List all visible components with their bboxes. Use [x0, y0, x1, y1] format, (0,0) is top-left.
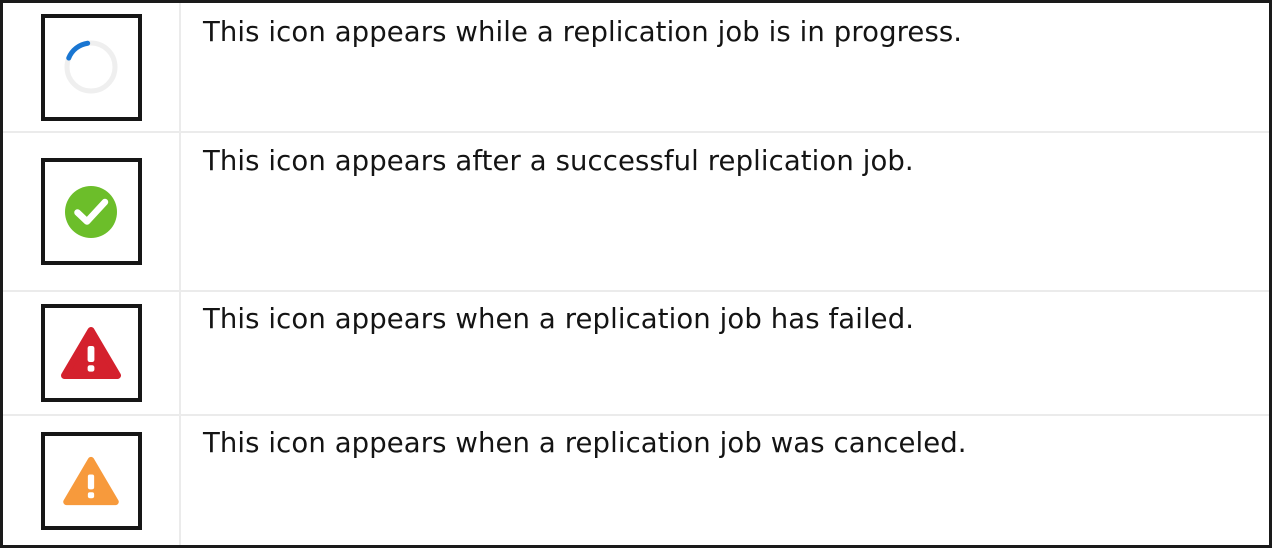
description-cell: This icon appears after a successful rep… [180, 132, 1271, 292]
icon-cell [1, 132, 181, 292]
table-row: This icon appears while a replication jo… [1, 1, 1271, 133]
icon-cell [1, 1, 181, 133]
table-row: This icon appears after a successful rep… [1, 132, 1271, 292]
icon-cell [1, 415, 181, 547]
description-cell: This icon appears when a replication job… [180, 415, 1271, 547]
table-row: This icon appears when a replication job… [1, 415, 1271, 547]
row-description: This icon appears when a replication job… [203, 427, 967, 459]
description-cell: This icon appears when a replication job… [180, 291, 1271, 416]
icon-frame [40, 431, 142, 530]
success-check-circle-icon [65, 185, 117, 238]
spinner-in-progress-icon [64, 40, 118, 94]
icon-frame [40, 13, 142, 121]
table-row: This icon appears when a replication job… [1, 291, 1271, 416]
canceled-warning-triangle-icon [63, 456, 119, 505]
error-warning-triangle-icon [61, 327, 121, 379]
row-description: This icon appears while a replication jo… [203, 16, 963, 48]
icon-frame [40, 304, 142, 402]
icon-frame [40, 158, 142, 265]
description-cell: This icon appears while a replication jo… [180, 1, 1271, 133]
icon-cell [1, 291, 181, 416]
row-description: This icon appears when a replication job… [203, 303, 915, 335]
row-description: This icon appears after a successful rep… [203, 145, 914, 177]
